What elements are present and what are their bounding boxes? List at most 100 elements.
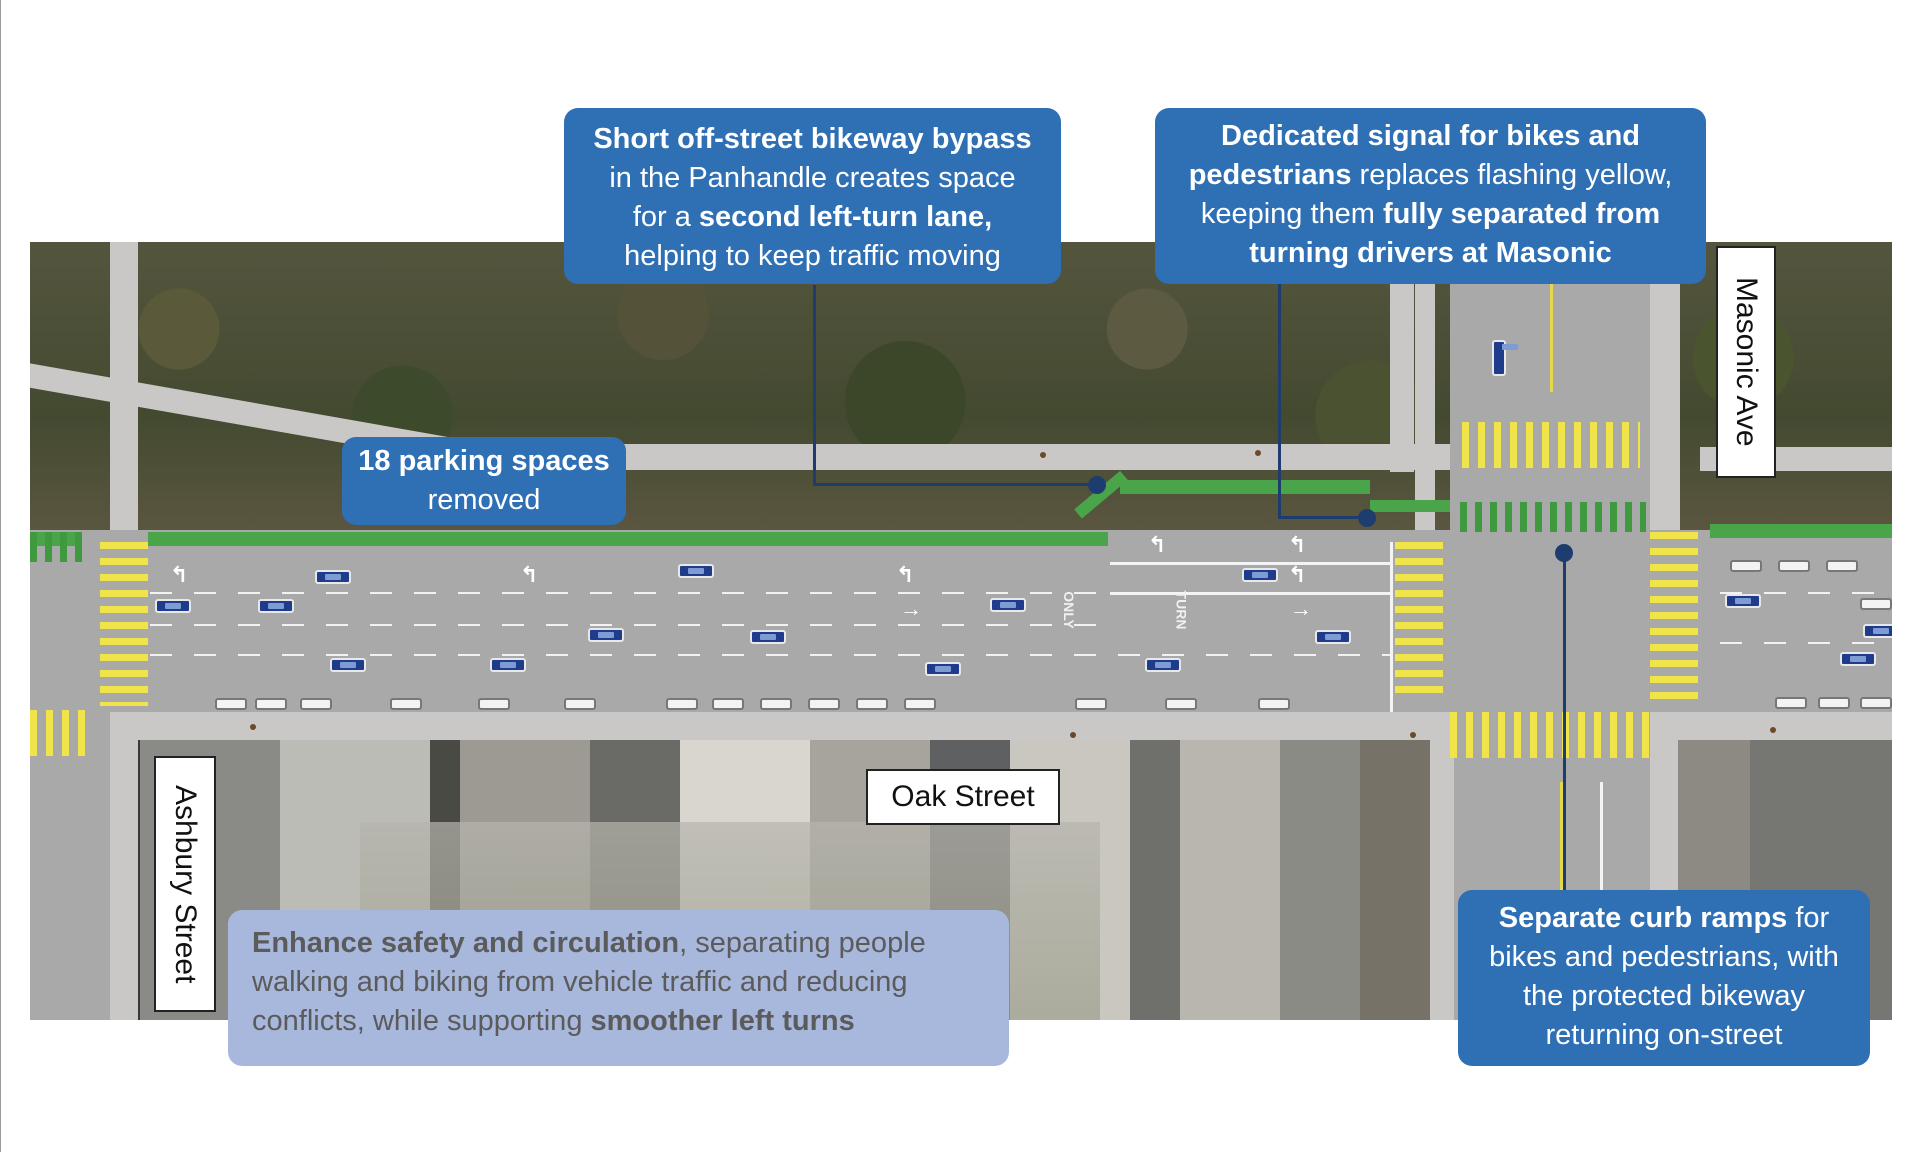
bikeway-bypass-east (1370, 500, 1450, 512)
vehicle (1145, 658, 1181, 672)
street-tree (1070, 732, 1076, 738)
vehicle (1315, 630, 1351, 644)
crosswalk-masonic-north (1462, 422, 1640, 468)
left-turn-arrow-4: ↰ (1148, 532, 1167, 557)
vehicle (990, 598, 1026, 612)
vehicle (1840, 652, 1876, 666)
oak-south-sidewalk-east (1660, 712, 1892, 740)
parked-car (1730, 560, 1762, 572)
vehicle (678, 564, 714, 578)
vehicle (588, 628, 624, 642)
parked-car (1075, 698, 1107, 710)
masonic-ave-label: Masonic Ave (1716, 246, 1776, 478)
lane-line-east-1 (1720, 592, 1892, 594)
aerial-map: ↰ ↰ ↰ ↰ ↰ ↰ → → ONLY TURN (30, 242, 1892, 1020)
vehicle (330, 658, 366, 672)
callout-curb-ramps: Separate curb ramps for bikes and pedest… (1458, 890, 1870, 1066)
vehicle (1863, 624, 1892, 638)
masonic-sidewalk-west (1415, 242, 1435, 532)
pavement-turn: TURN (1173, 590, 1190, 630)
parked-car (215, 698, 247, 710)
parked-car (1778, 560, 1810, 572)
vehicle (925, 662, 961, 676)
masonic-centerline (1550, 242, 1553, 392)
parked-car (856, 698, 888, 710)
lane-line-2 (150, 624, 1110, 626)
parked-car (390, 698, 422, 710)
parked-car (478, 698, 510, 710)
bypass-leader-vertical (813, 285, 816, 485)
crosswalk-masonic-west (1395, 542, 1443, 702)
ashbury-street-label: Ashbury Street (154, 756, 216, 1012)
callout-parking-removed: 18 parking spaces removed (342, 437, 626, 525)
parked-car (1818, 697, 1850, 709)
signal-leader-dot (1358, 509, 1376, 527)
bikeway-bypass (1120, 480, 1370, 494)
bike-crossing-masonic (1460, 502, 1646, 532)
parked-car (808, 698, 840, 710)
left-turn-arrow-2: ↰ (520, 562, 539, 587)
lane-line-1 (150, 592, 1110, 594)
protected-bikeway-east (1710, 524, 1892, 538)
vehicle (750, 630, 786, 644)
callout-bikeway-bypass: Short off-street bikeway bypass in the P… (564, 108, 1061, 284)
oak-south-sidewalk (110, 712, 1440, 740)
street-tree (1040, 452, 1046, 458)
parked-car (712, 698, 744, 710)
vehicle (155, 599, 191, 613)
left-turn-lane-line (1110, 562, 1390, 565)
parked-car (904, 698, 936, 710)
street-tree (250, 724, 256, 730)
callout-safety-circulation: Enhance safety and circulation, separati… (228, 910, 1009, 1066)
crosswalk-masonic-east (1650, 532, 1698, 704)
crosswalk-ashbury (100, 542, 148, 706)
vehicle (490, 658, 526, 672)
ashbury-east-sidewalk (110, 712, 138, 1020)
oak-street-roadway (30, 530, 1892, 716)
bypass-leader-horizontal (813, 483, 1095, 486)
parked-car (1860, 697, 1892, 709)
vehicle (315, 570, 351, 584)
parked-car (1826, 560, 1858, 572)
park-path-horizontal (490, 444, 1450, 470)
parked-car (300, 698, 332, 710)
left-turn-arrow-6: ↰ (1288, 562, 1307, 587)
parked-car (1258, 698, 1290, 710)
parked-car (1775, 697, 1807, 709)
crosswalk-masonic-south (1450, 712, 1650, 758)
parked-car (666, 698, 698, 710)
callout-dedicated-signal: Dedicated signal for bikes and pedestria… (1155, 108, 1706, 284)
oak-street-label: Oak Street (866, 769, 1060, 825)
bypass-leader-dot (1088, 476, 1106, 494)
parked-car (255, 698, 287, 710)
parked-car (1860, 598, 1892, 610)
left-turn-arrow-5: ↰ (1288, 532, 1307, 557)
vehicle (1492, 340, 1518, 376)
masonic-south-west-sidewalk (1430, 712, 1454, 1020)
protected-bikeway-west (148, 532, 1108, 546)
street-tree (1410, 732, 1416, 738)
curb-leader-dot (1555, 544, 1573, 562)
lane-line-3 (150, 654, 1390, 656)
street-tree (1770, 727, 1776, 733)
vehicle (1242, 568, 1278, 582)
through-arrow-1: → (900, 596, 922, 621)
pavement-only: ONLY (1060, 591, 1077, 629)
parked-car (564, 698, 596, 710)
curb-leader-vertical (1563, 554, 1566, 892)
left-turn-lane-line-2 (1110, 592, 1390, 595)
signal-leader-vertical (1278, 284, 1281, 518)
vehicle (1725, 594, 1761, 608)
left-turn-arrow-1: ↰ (170, 562, 189, 587)
vehicle (258, 599, 294, 613)
ashbury-roadway (30, 712, 110, 1020)
through-arrow-2: → (1290, 596, 1312, 621)
masonic-sidewalk-east (1650, 242, 1680, 532)
bike-crossing-ashbury (30, 532, 90, 562)
stop-bar-oak (1390, 542, 1393, 712)
left-turn-arrow-3: ↰ (896, 562, 915, 587)
frame-border (0, 0, 1, 1152)
crosswalk-ashbury-south (30, 710, 90, 756)
signal-leader-horizontal (1278, 516, 1370, 519)
street-tree (1255, 450, 1261, 456)
